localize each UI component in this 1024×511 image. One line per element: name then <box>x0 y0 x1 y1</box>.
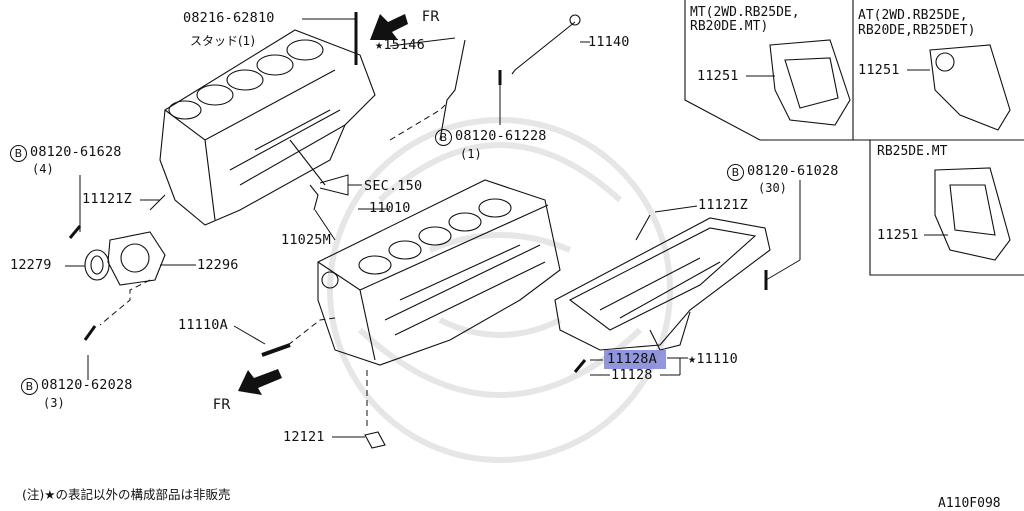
seal-retainer <box>107 231 166 286</box>
box-rb-part[interactable]: 11251 <box>877 227 919 243</box>
label-11025m[interactable]: 11025M <box>281 232 331 248</box>
watermark-emblem <box>327 117 673 463</box>
label-11110a[interactable]: 11110A <box>178 317 228 333</box>
fr-arrow-top <box>370 14 408 40</box>
oil-pan <box>554 217 771 351</box>
highlight-11128A <box>604 350 666 369</box>
label-stud-part[interactable]: 08216-62810 <box>183 10 275 26</box>
rear-oil-seal <box>84 249 110 281</box>
dipstick <box>511 21 576 75</box>
fr-arrow-bottom <box>238 369 282 395</box>
upper-cylinder-block <box>159 29 376 226</box>
b-symbol: B <box>21 378 38 395</box>
box-at-title-2: RB20DE,RB25DET) <box>858 23 976 38</box>
label-12296[interactable]: 12296 <box>197 257 239 273</box>
box-mt-part[interactable]: 11251 <box>697 68 739 84</box>
variant-boxes <box>684 0 1024 276</box>
box-at-title-1: AT(2WD.RB25DE, <box>858 8 968 23</box>
label-bolt-61028-qty: (30) <box>758 181 787 195</box>
box-mt-title-2: RB20DE.MT) <box>690 19 769 34</box>
box-rb-title: RB25DE.MT <box>877 144 948 159</box>
label-bolt-61628-qty: (4) <box>32 162 54 176</box>
label-11121z-right[interactable]: 11121Z <box>698 197 748 213</box>
label-11010[interactable]: 11010 <box>369 200 411 216</box>
label-bolt-61228-qty: (1) <box>460 147 482 161</box>
label-fr-top: FR <box>422 9 440 25</box>
label-12121[interactable]: 12121 <box>283 429 325 445</box>
label-11121z-left[interactable]: 11121Z <box>82 191 132 207</box>
label-15146[interactable]: ★15146 <box>375 37 425 53</box>
box-at-part[interactable]: 11251 <box>858 62 900 78</box>
label-bolt-62028-qty: (3) <box>43 396 65 410</box>
b-symbol: B <box>435 129 452 146</box>
label-11140[interactable]: 11140 <box>588 34 630 50</box>
main-cylinder-block <box>317 179 561 366</box>
box-mt-title-1: MT(2WD.RB25DE, <box>690 5 800 20</box>
label-stud-jp: スタッド(1) <box>190 34 255 48</box>
label-sec150[interactable]: SEC.150 <box>364 178 423 194</box>
label-11110[interactable]: ★11110 <box>688 351 738 367</box>
dipstick-tube <box>439 39 466 141</box>
b-symbol: B <box>10 145 27 162</box>
diagram-code: A110F098 <box>938 496 1001 511</box>
label-12279[interactable]: 12279 <box>10 257 52 273</box>
footer-note: (注)★の表記以外の構成部品は非販売 <box>22 487 231 502</box>
b-symbol: B <box>727 164 744 181</box>
label-11128[interactable]: 11128 <box>611 367 653 383</box>
label-fr-bottom: FR <box>213 397 231 413</box>
label-11128a[interactable]: 11128A <box>607 351 657 367</box>
